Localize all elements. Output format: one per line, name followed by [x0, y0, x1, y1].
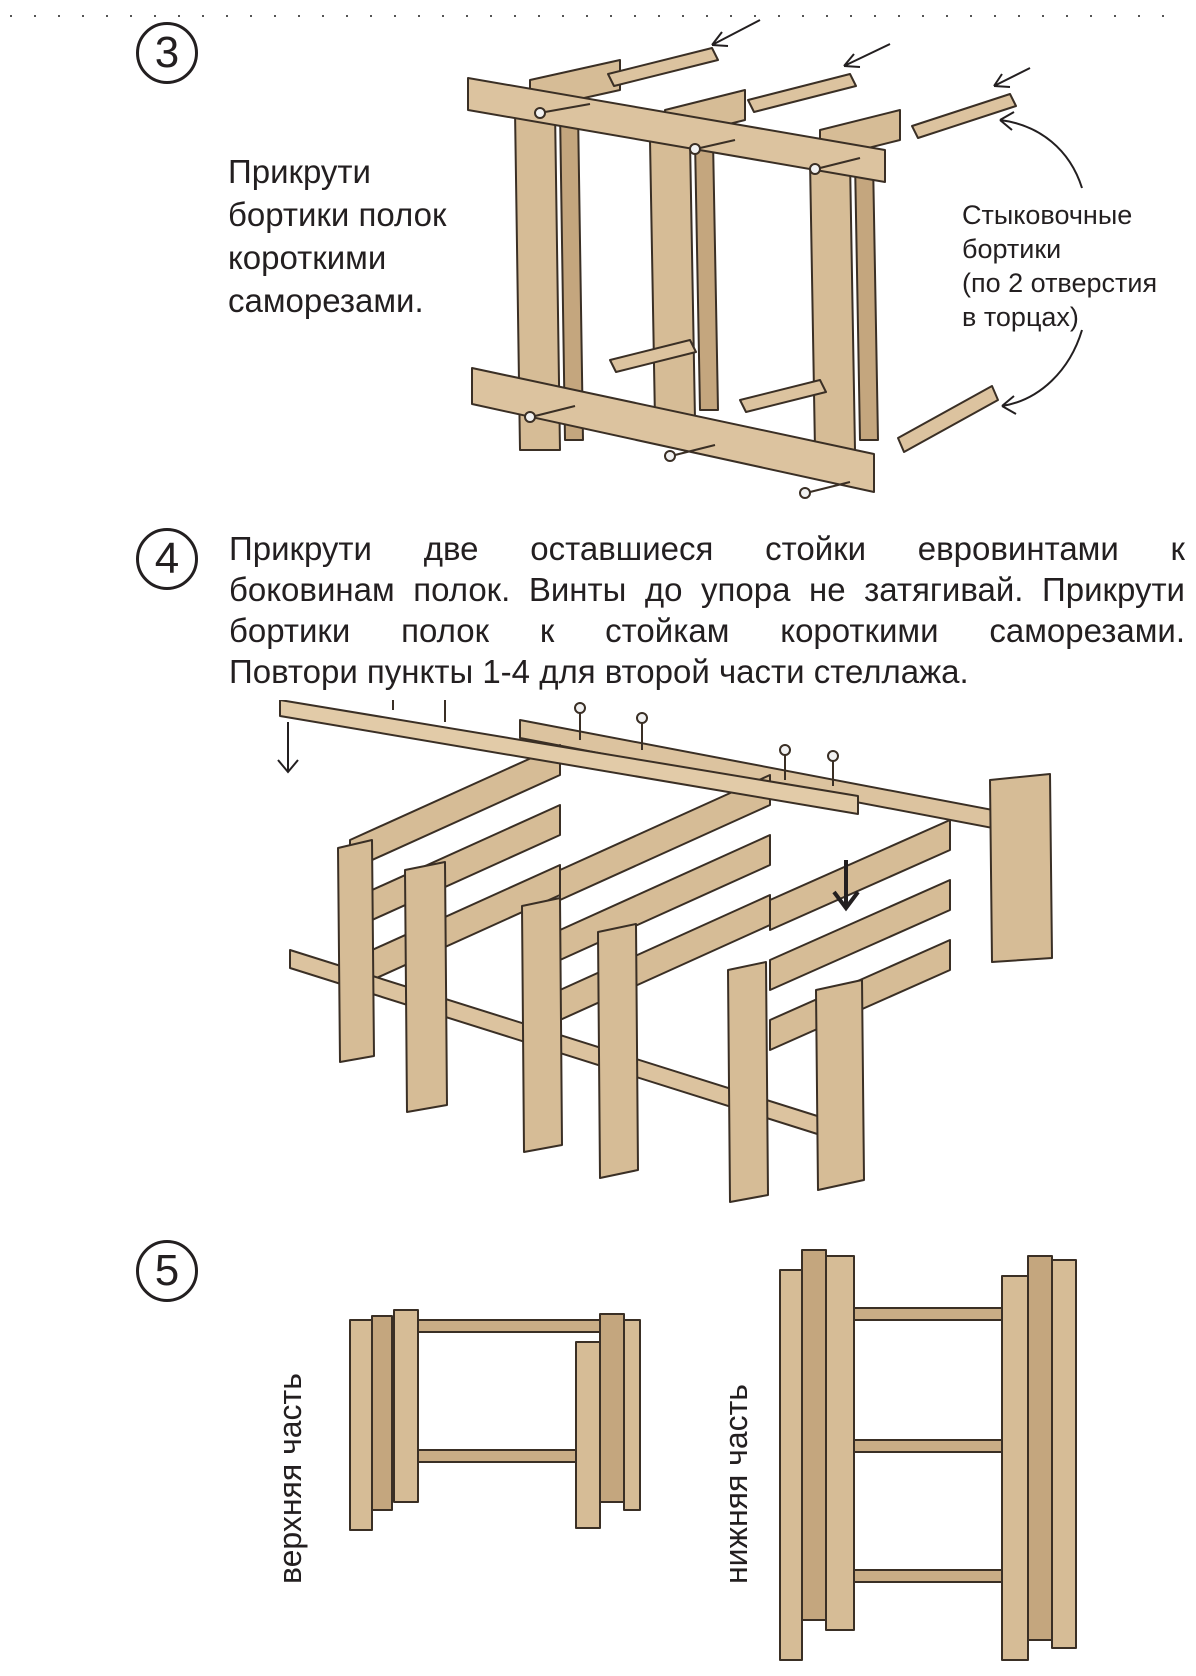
step-4-instruction: Прикрути две оставшиеся стойки евровинта…: [229, 528, 1185, 692]
step-3-line: Прикрути: [228, 153, 371, 190]
screw-icon: [392, 700, 839, 786]
upright-post: [337, 773, 1053, 1203]
step-4-line: Повтори пункты 1-4 для второй части стел…: [229, 653, 969, 690]
step-4-line: боковинам полок. Винты до упора не затяг…: [229, 571, 1185, 608]
step-4-illustration: [277, 700, 1053, 1203]
top-edge-board: [279, 700, 859, 815]
step-3-illustration: [467, 19, 1083, 499]
step-5-illustration: [349, 1249, 1077, 1661]
bottom-edge-board: [471, 367, 875, 493]
arrow-icon: [277, 722, 299, 774]
back-edge-board: [519, 719, 1046, 839]
callout-line: в торцах): [962, 302, 1079, 332]
step-4-number: 4: [136, 528, 198, 590]
step-3-instruction: Прикрути бортики полок короткими саморез…: [228, 150, 446, 322]
callout-line: (по 2 отверстия: [962, 268, 1158, 298]
step-4-line: бортики полок к стойкам короткими саморе…: [229, 612, 1185, 649]
docking-slat: [607, 47, 1017, 453]
upper-shelf-unit: [349, 1309, 641, 1531]
arrow-icon: [711, 19, 1083, 415]
step-3-line: саморезами.: [228, 282, 424, 319]
callout-line: бортики: [962, 234, 1062, 264]
step-5-number: 5: [136, 1240, 198, 1302]
callout-line: Стыковочные: [962, 200, 1133, 230]
step-3-line: бортики полок: [228, 196, 447, 233]
lower-shelf-unit: [779, 1249, 1077, 1661]
arrow-icon: [832, 860, 860, 912]
docking-edges-callout: Стыковочные бортики (по 2 отверстия в то…: [962, 198, 1157, 334]
step-3-number: 3: [136, 22, 198, 84]
step-4-line: Прикрути две оставшиеся стойки евровинта…: [229, 530, 1185, 567]
step-3-line: короткими: [228, 239, 387, 276]
top-edge-board: [467, 77, 886, 183]
screw-icon: [524, 103, 861, 499]
